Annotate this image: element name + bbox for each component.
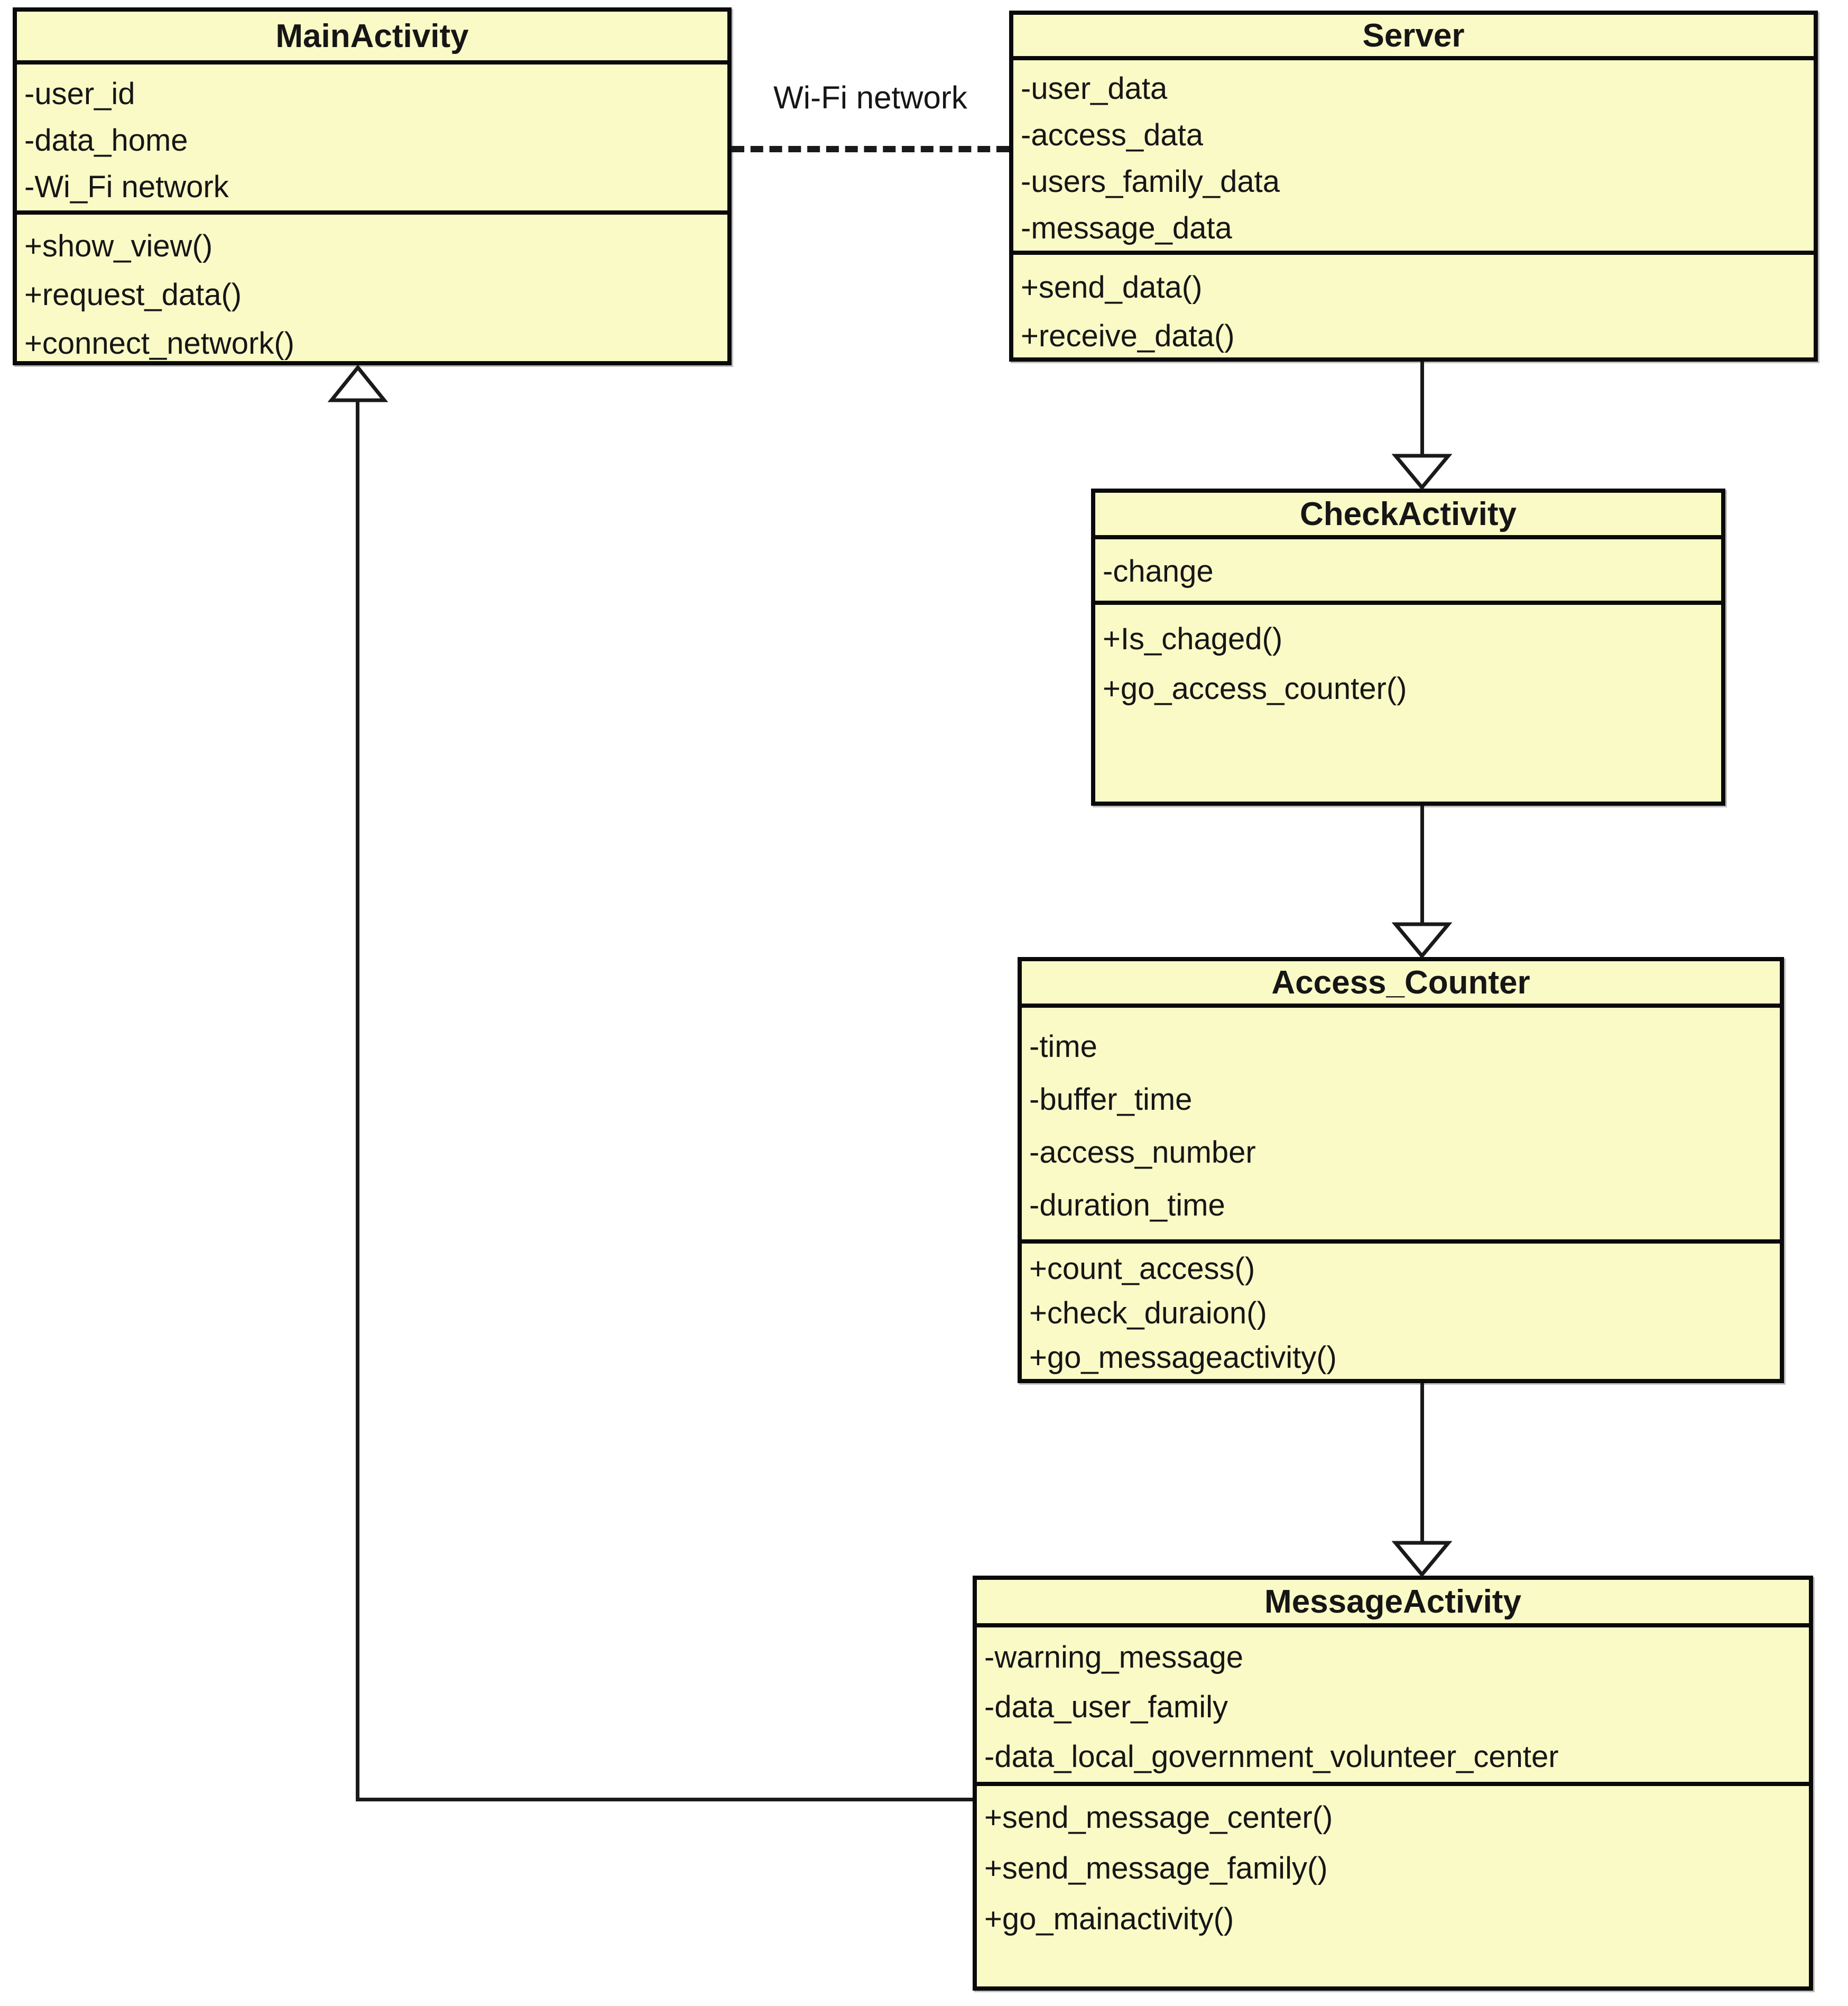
connector-line-messageactivity-mainactivity-vertical <box>356 399 359 1801</box>
class-title-server: Server <box>1362 17 1465 54</box>
methods-compartment: +count_access() +check_duraion() +go_mes… <box>1022 1239 1780 1379</box>
method: +request_data() <box>24 278 242 312</box>
attribute: -user_id <box>24 77 135 111</box>
method: +receive_data() <box>1021 319 1235 353</box>
class-box-messageactivity: MessageActivity -warning_message -data_u… <box>973 1576 1813 1991</box>
method: +Is_chaged() <box>1103 622 1283 656</box>
attribute: -data_local_government_volunteer_center <box>984 1740 1559 1774</box>
dashed-association-line <box>732 146 1009 152</box>
class-box-server: Server -user_data -access_data -users_fa… <box>1009 11 1818 362</box>
attribute: -access_number <box>1029 1135 1256 1170</box>
class-box-checkactivity: CheckActivity -change +Is_chaged() +go_a… <box>1091 489 1725 806</box>
attributes-compartment: -change <box>1095 535 1721 601</box>
attribute: -warning_message <box>984 1640 1244 1674</box>
class-title-mainactivity: MainActivity <box>275 17 469 54</box>
class-title-checkactivity: CheckActivity <box>1299 495 1517 532</box>
class-title-access-counter: Access_Counter <box>1271 964 1530 1001</box>
open-triangle-arrowhead-down <box>1392 1541 1452 1578</box>
attribute: -user_data <box>1021 71 1168 106</box>
attribute: -access_data <box>1021 118 1203 152</box>
attribute: -buffer_time <box>1029 1082 1193 1117</box>
method: +connect_network() <box>24 326 294 361</box>
attributes-compartment: -time -buffer_time -access_number -durat… <box>1022 1004 1780 1239</box>
attribute: -change <box>1103 554 1214 588</box>
method: +count_access() <box>1029 1252 1255 1286</box>
attribute: -duration_time <box>1029 1188 1225 1222</box>
method: +go_messageactivity() <box>1029 1340 1337 1375</box>
attribute: -data_user_family <box>984 1690 1228 1724</box>
open-triangle-arrowhead-down <box>1392 454 1452 491</box>
method: +go_access_counter() <box>1103 671 1407 706</box>
attribute: -data_home <box>24 123 188 158</box>
attribute: -time <box>1029 1029 1097 1064</box>
methods-compartment: +show_view() +request_data() +connect_ne… <box>17 210 727 361</box>
attribute: -Wi_Fi network <box>24 170 229 204</box>
methods-compartment: +Is_chaged() +go_access_counter() <box>1095 601 1721 802</box>
methods-compartment: +send_message_center() +send_message_fam… <box>977 1782 1809 1986</box>
attributes-compartment: -user_id -data_home -Wi_Fi network <box>17 60 727 210</box>
open-triangle-arrowhead-up <box>328 365 388 402</box>
method: +send_message_family() <box>984 1851 1328 1885</box>
attributes-compartment: -warning_message -data_user_family -data… <box>977 1623 1809 1782</box>
method: +send_data() <box>1021 270 1203 305</box>
method: +go_mainactivity() <box>984 1902 1234 1936</box>
attribute: -message_data <box>1021 211 1232 245</box>
method: +check_duraion() <box>1029 1296 1267 1330</box>
class-box-access-counter: Access_Counter -time -buffer_time -acces… <box>1018 957 1784 1383</box>
connector-line-checkactivity-accesscounter <box>1420 806 1424 926</box>
connector-line-accesscounter-messageactivity <box>1420 1383 1424 1545</box>
attribute: -users_family_data <box>1021 164 1280 199</box>
connector-line-messageactivity-mainactivity-horizontal <box>358 1798 973 1801</box>
class-box-mainactivity: MainActivity -user_id -data_home -Wi_Fi … <box>13 7 732 365</box>
connector-line-server-checkactivity <box>1420 362 1424 458</box>
attributes-compartment: -user_data -access_data -users_family_da… <box>1013 56 1814 251</box>
method: +show_view() <box>24 229 213 263</box>
open-triangle-arrowhead-down <box>1392 922 1452 959</box>
class-title-messageactivity: MessageActivity <box>1264 1583 1521 1620</box>
methods-compartment: +send_data() +receive_data() <box>1013 251 1814 357</box>
method: +send_message_center() <box>984 1800 1333 1835</box>
association-label-wifi-network: Wi-Fi network <box>773 80 967 115</box>
